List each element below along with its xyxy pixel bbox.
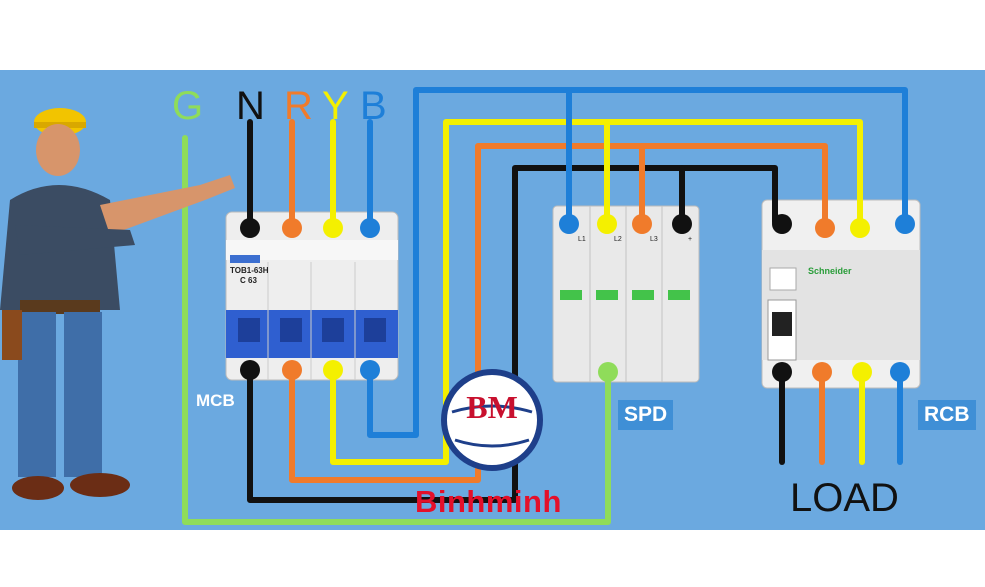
rcb-toggle <box>772 312 792 336</box>
terminals <box>240 214 915 382</box>
blue-out-wire <box>367 87 908 438</box>
load-label: LOAD <box>790 476 899 520</box>
yellow-out-wire <box>330 119 863 465</box>
red-phase-label-text: R <box>284 84 313 128</box>
spd-pole-l2: L2 <box>614 236 622 243</box>
rcb-label: RCB <box>918 400 976 430</box>
neutral-label-text: N <box>236 84 265 128</box>
red-phase-label: R <box>284 86 313 126</box>
neutral-out-wire <box>247 165 778 503</box>
mcb-rating: C 63 <box>240 276 257 285</box>
mcb-brand-icon <box>230 255 260 263</box>
spd-label: SPD <box>618 400 674 430</box>
logo-brand-text: Binhminh <box>415 484 562 519</box>
spd-device <box>552 205 700 383</box>
logo-initials: BM <box>466 389 518 425</box>
mcb-label: MCB <box>196 391 235 410</box>
ground-label: G <box>172 86 203 126</box>
mcb-breaker <box>225 211 399 381</box>
yellow-phase-label-text: Y <box>322 84 349 128</box>
spd-pole-plus: + <box>688 236 693 243</box>
red-out-wire <box>289 143 828 483</box>
wires <box>182 87 908 525</box>
electrician-figure <box>0 108 235 500</box>
rcb-device <box>761 199 921 389</box>
spd-pole-l3: L3 <box>650 236 658 243</box>
ground-label-text: G <box>172 84 204 128</box>
spd-pole-l1: L1 <box>578 236 586 243</box>
ground-wire <box>182 135 611 525</box>
blue-phase-label: B <box>360 86 387 126</box>
rcb-brand: Schneider <box>808 266 852 276</box>
bm-logo <box>441 369 543 471</box>
neutral-label: N <box>236 86 265 126</box>
mcb-model: TOB1-63H <box>230 266 269 275</box>
blue-phase-label-text: B <box>360 84 387 128</box>
yellow-phase-label: Y <box>322 86 349 126</box>
